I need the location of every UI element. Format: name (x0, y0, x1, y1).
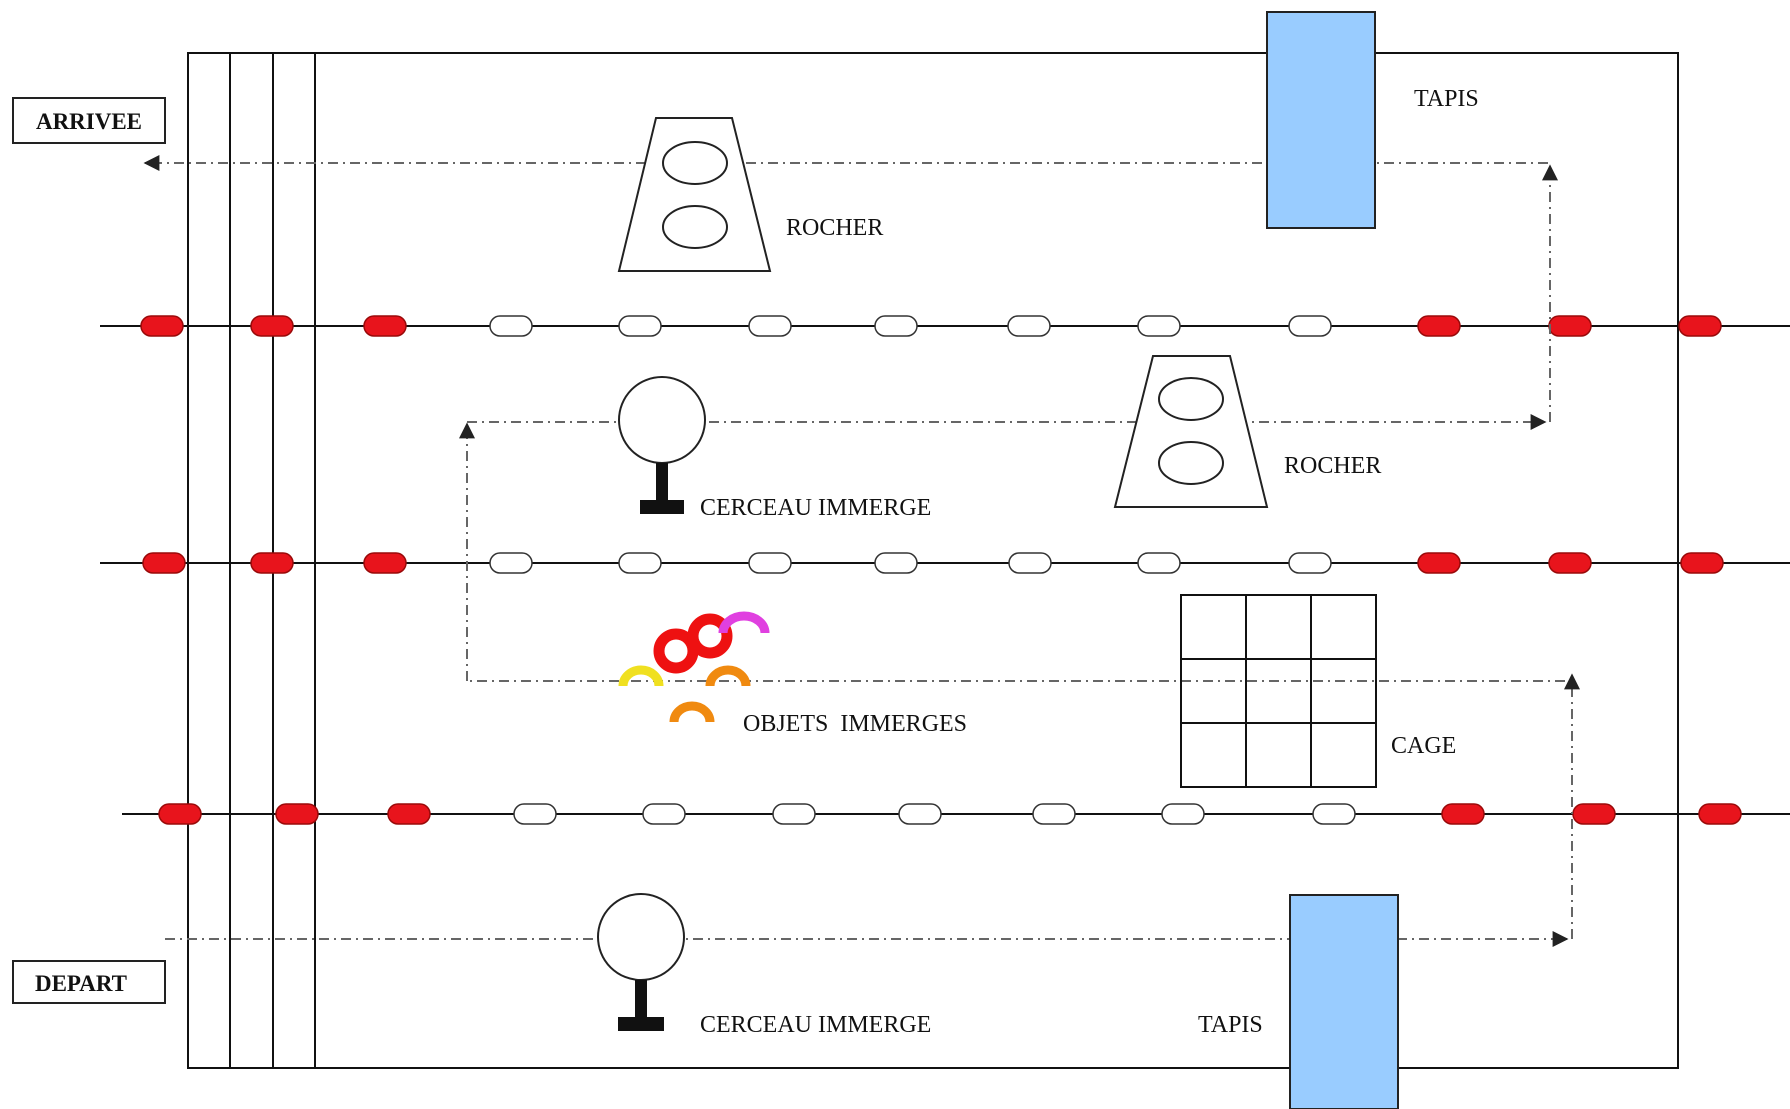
float-red (1698, 803, 1742, 825)
float-white (618, 552, 662, 574)
float-white (1312, 803, 1356, 825)
float-red (1572, 803, 1616, 825)
rocher-top-label: ROCHER (786, 215, 883, 241)
float-white (898, 803, 942, 825)
tapis-bottom-label: TAPIS (1198, 1012, 1263, 1038)
float-white (1288, 552, 1332, 574)
float-red (1548, 315, 1592, 337)
rocher-mid-label: ROCHER (1284, 453, 1381, 479)
float-white (642, 803, 686, 825)
float-red (142, 552, 186, 574)
cerceau-top-label: CERCEAU IMMERGE (700, 495, 931, 521)
float-red (1417, 315, 1461, 337)
float-white (1137, 552, 1181, 574)
half-ring-icon (705, 665, 751, 687)
course-path (143, 155, 1580, 947)
float-red (1548, 552, 1592, 574)
float-red (275, 803, 319, 825)
float-white (618, 315, 662, 337)
lane-floats (140, 315, 1742, 825)
ring-icon (687, 613, 733, 659)
float-white (489, 552, 533, 574)
half-ring-icon (669, 701, 715, 723)
float-red (158, 803, 202, 825)
float-red (140, 315, 184, 337)
objets-label: OBJETS IMMERGES (743, 711, 967, 737)
ring-icon (653, 628, 699, 674)
float-white (489, 315, 533, 337)
float-white (1137, 315, 1181, 337)
float-white (748, 315, 792, 337)
float-red (1678, 315, 1722, 337)
tapis-top-mat (1266, 11, 1376, 229)
half-ring-icon (718, 611, 770, 634)
tapis-top-label: TAPIS (1414, 86, 1479, 112)
float-red (250, 552, 294, 574)
arrivee-label: ARRIVEE (36, 109, 142, 134)
hoop-icon (597, 893, 685, 1031)
arrivee-box (12, 97, 166, 144)
float-red (1680, 552, 1724, 574)
float-red (363, 552, 407, 574)
float-red (1441, 803, 1485, 825)
pool-outline (187, 52, 1679, 1069)
depart-label: DEPART (35, 971, 127, 996)
rock-icon (1113, 355, 1269, 508)
cage-label: CAGE (1391, 733, 1456, 759)
half-ring-icon (618, 665, 664, 687)
hoop-icon (618, 376, 706, 514)
cage-grid (1180, 594, 1377, 788)
float-red (250, 315, 294, 337)
float-red (1417, 552, 1461, 574)
float-white (1008, 552, 1052, 574)
tapis-bottom-mat (1289, 894, 1399, 1109)
depart-box (12, 960, 166, 1004)
cerceau-bottom-label: CERCEAU IMMERGE (700, 1012, 931, 1038)
float-white (1161, 803, 1205, 825)
float-white (874, 315, 918, 337)
float-white (772, 803, 816, 825)
float-white (748, 552, 792, 574)
float-white (513, 803, 557, 825)
float-white (1288, 315, 1332, 337)
float-red (387, 803, 431, 825)
float-white (1032, 803, 1076, 825)
rock-icon (617, 117, 772, 272)
float-white (874, 552, 918, 574)
float-white (1007, 315, 1051, 337)
immersed-objects (618, 611, 770, 723)
float-red (363, 315, 407, 337)
